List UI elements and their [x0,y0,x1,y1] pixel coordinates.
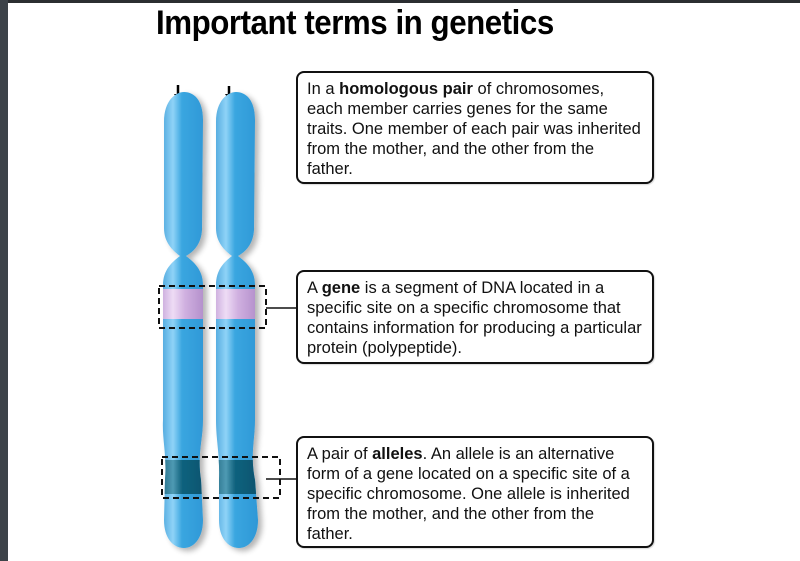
gene-band [216,289,258,319]
callout-text-prefix: A pair of [307,445,373,463]
callout-alleles: A pair of alleles. An allele is an alter… [296,436,654,548]
allele-band [216,460,258,494]
gene-band [162,289,203,319]
chromosome-maternal [162,92,203,548]
term-gene: gene [321,279,361,297]
allele-locus-box [161,456,297,499]
allele-band [162,460,203,494]
callout-text-body: is a segment of DNA located in a specifi… [307,279,642,357]
callout-gene: A gene is a segment of DNA located in a … [296,270,654,364]
callout-text-body: . An allele is an alternative form of a … [307,445,630,543]
gene-locus-box [158,285,297,329]
callout-text-prefix: In a [307,80,340,98]
page-title: Important terms in genetics [156,4,554,42]
callout-homologous-pair: In a homologous pair of chromosomes, eac… [296,71,654,184]
window-left-border [0,0,8,561]
term-alleles: alleles [372,445,423,463]
callout-text-body: of chromosomes, each member carries gene… [307,80,641,178]
term-homologous-pair: homologous pair [339,80,473,98]
callout-text-prefix: A [307,279,322,297]
chromosome-paternal [216,92,258,548]
window-top-border [0,0,800,3]
